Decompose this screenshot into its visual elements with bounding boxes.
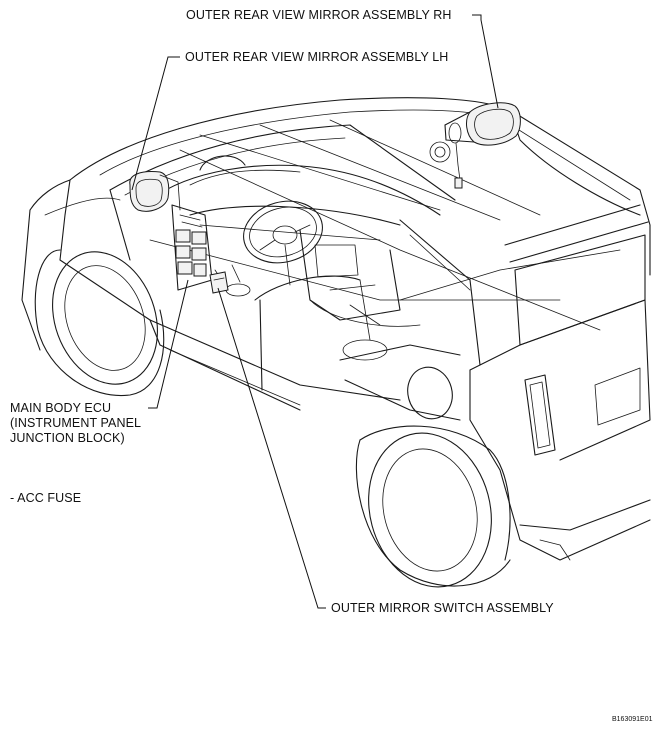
leader-lines [131, 14, 499, 609]
leader-mirror-switch [217, 287, 326, 609]
label-main-body-ecu-line1: MAIN BODY ECU [10, 401, 112, 415]
main-body-ecu-drawing [171, 204, 213, 291]
front-wheel [34, 249, 165, 397]
outer-mirror-lh-drawing [129, 171, 181, 212]
label-outer-mirror-switch-assembly: OUTER MIRROR SWITCH ASSEMBLY [331, 601, 554, 615]
dashboard [149, 141, 451, 361]
rear-wheel [355, 425, 511, 588]
outer-mirror-switch-drawing [209, 271, 229, 294]
label-acc-fuse: - ACC FUSE [10, 491, 82, 505]
label-outer-rear-view-mirror-lh: OUTER REAR VIEW MIRROR ASSEMBLY LH [185, 50, 449, 64]
steering-wheel [243, 200, 323, 286]
figure-code: B163091E01 [612, 716, 653, 723]
leader-ecu [148, 279, 189, 409]
label-main-body-ecu-line3: JUNCTION BLOCK) [10, 431, 125, 445]
leader-mirror-lh [131, 56, 180, 191]
leader-mirror-rh [472, 14, 499, 109]
vehicle-body [21, 97, 651, 561]
label-outer-rear-view-mirror-rh: OUTER REAR VIEW MIRROR ASSEMBLY RH [186, 8, 452, 22]
label-main-body-ecu-line2: (INSTRUMENT PANEL [10, 416, 142, 430]
outer-mirror-rh-drawing [444, 102, 521, 189]
